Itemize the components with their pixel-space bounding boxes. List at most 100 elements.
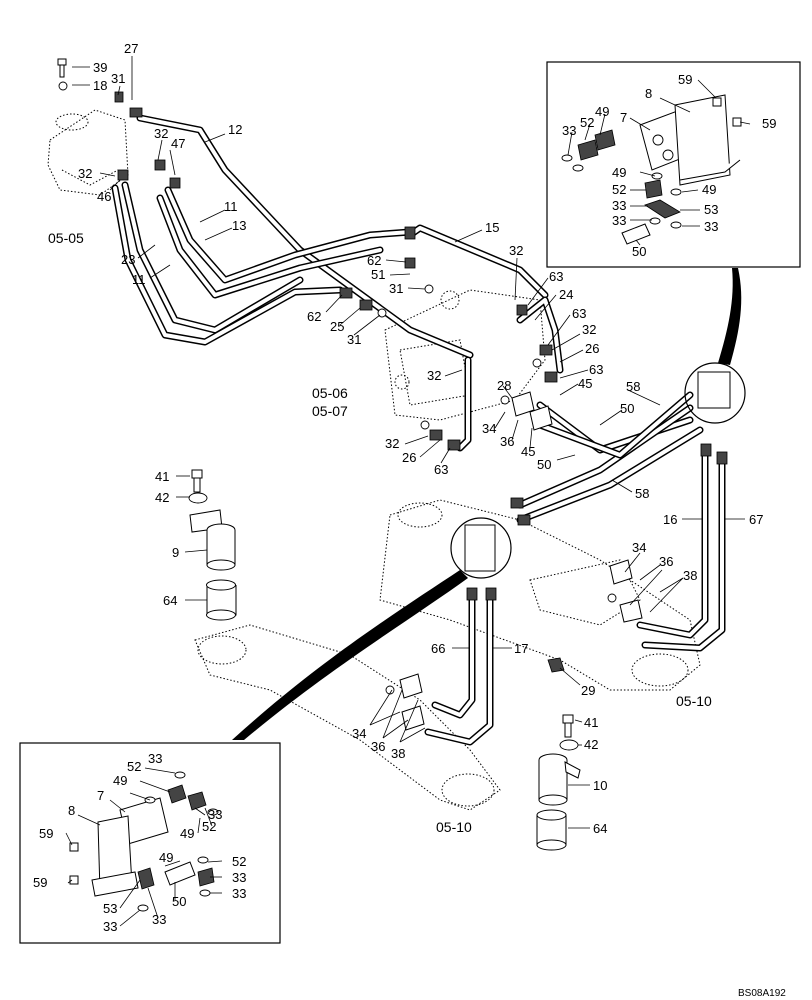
callout-label: 26: [402, 450, 416, 465]
callout-label: 59: [39, 826, 53, 841]
callout-label: 27: [124, 41, 138, 56]
callout-label: 15: [485, 220, 499, 235]
callout-label: 13: [232, 218, 246, 233]
inset-top-labels: 59 8 59 7 49 52 33 49 49 52 33 33 53 33 …: [562, 72, 776, 259]
callout-label: 52: [127, 759, 141, 774]
callout-label: 39: [93, 60, 107, 75]
section-ref: 05-07: [312, 403, 348, 419]
detail-callouts: [232, 268, 746, 740]
callout-label: 32: [582, 322, 596, 337]
callout-label: 49: [113, 773, 127, 788]
callout-label: 51: [371, 267, 385, 282]
callout-label: 11: [132, 272, 146, 287]
callout-label: 17: [514, 641, 528, 656]
callout-label: 33: [152, 912, 166, 927]
callout-label: 33: [148, 751, 162, 766]
callout-label: 50: [537, 457, 551, 472]
callout-label: 28: [497, 378, 511, 393]
section-ref: 05-06: [312, 385, 348, 401]
callout-label: 31: [347, 332, 361, 347]
inset-top-frame: [546, 61, 801, 268]
callout-label: 8: [645, 86, 652, 101]
callout-labels: 39 18 27 31 12 32 47 32 46 11 13 23 11 1…: [78, 41, 763, 836]
callout-label: 49: [159, 850, 173, 865]
inset-bottom-parts: [69, 771, 219, 912]
callout-label: 7: [97, 788, 104, 803]
callout-label: 53: [103, 901, 117, 916]
section-ref: 05-10: [436, 819, 472, 835]
callout-label: 33: [232, 886, 246, 901]
callout-label: 32: [154, 126, 168, 141]
fittings: [57, 58, 728, 851]
drawing-code: BS08A192: [738, 988, 786, 999]
callout-label: 36: [371, 739, 385, 754]
callout-label: 41: [155, 469, 169, 484]
inset-top-parts: [561, 94, 742, 245]
callout-label: 53: [704, 202, 718, 217]
callout-label: 41: [584, 715, 598, 730]
callout-label: 59: [33, 875, 47, 890]
callout-label: 32: [385, 436, 399, 451]
callout-label: 33: [208, 807, 222, 822]
callout-label: 52: [232, 854, 246, 869]
inset-bottom-frame: [19, 742, 281, 944]
callout-label: 50: [620, 401, 634, 416]
callout-label: 63: [549, 269, 563, 284]
callout-label: 31: [389, 281, 403, 296]
callout-label: 36: [659, 554, 673, 569]
section-ref: 05-05: [48, 230, 84, 246]
callout-label: 33: [704, 219, 718, 234]
callout-label: 62: [367, 253, 381, 268]
callout-label: 33: [232, 870, 246, 885]
callout-label: 38: [683, 568, 697, 583]
callout-label: 25: [330, 319, 344, 334]
callout-label: 33: [103, 919, 117, 934]
callout-label: 8: [68, 803, 75, 818]
callout-label: 49: [180, 826, 194, 841]
callout-label: 42: [584, 737, 598, 752]
callout-label: 32: [427, 368, 441, 383]
callout-label: 63: [572, 306, 586, 321]
callout-label: 31: [111, 71, 125, 86]
callout-label: 34: [352, 726, 366, 741]
callout-label: 26: [585, 341, 599, 356]
callout-label: 32: [509, 243, 523, 258]
hose-lines: [111, 114, 726, 746]
callout-label: 64: [593, 821, 607, 836]
callout-label: 38: [391, 746, 405, 761]
callout-label: 67: [749, 512, 763, 527]
callout-label: 59: [762, 116, 776, 131]
section-ref: 05-10: [676, 693, 712, 709]
callout-label: 63: [434, 462, 448, 477]
ghost-outlines: [47, 109, 701, 811]
callout-label: 33: [562, 123, 576, 138]
callout-label: 66: [431, 641, 445, 656]
callout-label: 59: [678, 72, 692, 87]
callout-label: 45: [578, 376, 592, 391]
callout-label: 18: [93, 78, 107, 93]
callout-label: 50: [632, 244, 646, 259]
callout-label: 64: [163, 593, 177, 608]
callout-label: 47: [171, 136, 185, 151]
callout-label: 32: [78, 166, 92, 181]
callout-label: 16: [663, 512, 677, 527]
callout-label: 46: [97, 189, 111, 204]
callout-label: 49: [702, 182, 716, 197]
callout-label: 50: [172, 894, 186, 909]
callout-label: 62: [307, 309, 321, 324]
callout-label: 49: [595, 104, 609, 119]
callout-label: 45: [521, 444, 535, 459]
callout-label: 7: [620, 110, 627, 125]
callout-label: 42: [155, 490, 169, 505]
callout-label: 63: [589, 362, 603, 377]
callout-label: 34: [632, 540, 646, 555]
leader-lines: [65, 56, 751, 927]
inset-bottom-labels: 52 33 49 7 33 8 49 52 59 49 52 59 53 50 …: [33, 751, 246, 934]
callout-label: 11: [224, 199, 238, 214]
callout-label: 23: [121, 252, 135, 267]
callout-label: 9: [172, 545, 179, 560]
callout-label: 49: [612, 165, 626, 180]
callout-label: 33: [612, 213, 626, 228]
